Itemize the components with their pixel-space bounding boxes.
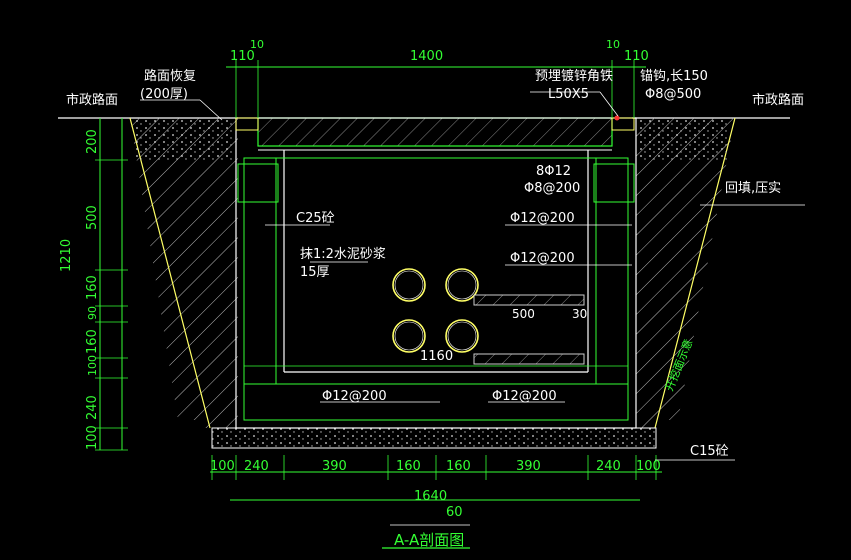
rebar-cage — [243, 157, 629, 421]
rebar-wall-2-label: Φ12@200 — [510, 251, 575, 266]
rebar-stirrup-label: Φ8@200 — [524, 181, 580, 196]
backfill-label: 回填,压实 — [725, 181, 781, 196]
inner-width-label: 1160 — [420, 349, 453, 364]
dim-left-100b: 100 — [85, 425, 100, 450]
dim-left-160a: 160 — [85, 275, 100, 300]
dim-left-200: 200 — [85, 129, 100, 154]
drawing-title: A-A剖面图 — [394, 531, 464, 549]
dim-bottom-390-left: 390 — [322, 459, 347, 474]
anchor-bar-label: 锚钩,长150 — [640, 69, 708, 84]
pavement-restore-right — [638, 120, 730, 160]
dim-left-100a: 100 — [86, 355, 99, 376]
dim-bottom-160-left: 160 — [396, 459, 421, 474]
excavation-label: 开挖面示意 — [662, 337, 696, 393]
rebar-base-1-label: Φ12@200 — [322, 389, 387, 404]
dim-top-10-left: 10 — [250, 38, 264, 51]
pavement-restore-left — [135, 120, 235, 160]
dim-left-240: 240 — [85, 395, 100, 420]
cable-pipe — [445, 268, 479, 302]
angle-steel-label: 预埋镀锌角铁 — [535, 68, 613, 84]
dim-top-1400: 1400 — [410, 49, 443, 64]
excavation-line-left — [129, 117, 211, 429]
backfill-right — [636, 118, 735, 428]
dim-top-10-right: 10 — [606, 38, 620, 51]
cable-shelf-lower — [473, 353, 585, 365]
dim-bottom-100-left: 100 — [210, 459, 235, 474]
backfill-left — [130, 118, 238, 428]
pavement-thickness-label: (200厚) — [140, 87, 188, 102]
rebar-wall-1-label: Φ12@200 — [510, 211, 575, 226]
concrete-label: C25砼 — [296, 211, 335, 226]
dim-left-90: 90 — [86, 306, 99, 320]
cable-pipe — [392, 268, 426, 302]
cable-pipe — [392, 319, 426, 353]
cable-pipe — [445, 319, 479, 353]
rebar-base-2-label: Φ12@200 — [492, 389, 557, 404]
dim-bottom-390-right: 390 — [516, 459, 541, 474]
dim-bottom-160-right: 160 — [446, 459, 471, 474]
dim-top-110-left: 110 — [230, 49, 255, 64]
shelf-length-label: 500 — [512, 307, 535, 321]
dim-left-total: 1210 — [59, 239, 74, 272]
base-concrete-label: C15砼 — [690, 444, 729, 459]
rebar-main-label: 8Φ12 — [536, 164, 571, 179]
angle-spec-label: L50X5 — [548, 87, 589, 102]
dim-left-160b: 160 — [85, 329, 100, 354]
dim-bottom-100-right: 100 — [636, 459, 661, 474]
dim-bottom-240-right: 240 — [596, 459, 621, 474]
trench-outline — [235, 117, 637, 429]
dim-left-500: 500 — [85, 205, 100, 230]
mortar-label: 抹1:2水泥砂浆 — [300, 247, 386, 262]
road-left-label: 市政路面 — [66, 92, 118, 108]
mortar-thickness-label: 15厚 — [300, 265, 330, 280]
cover-slab — [257, 117, 613, 147]
excavation-line-right — [654, 117, 736, 429]
road-right-label: 市政路面 — [752, 92, 804, 108]
dim-bottom-240-left: 240 — [244, 459, 269, 474]
dim-top-110-right: 110 — [624, 49, 649, 64]
anchor-spacing-label: Φ8@500 — [645, 87, 701, 102]
dim-bottom-extra: 60 — [446, 505, 463, 520]
shelf-gap-label: 30 — [572, 307, 587, 321]
pavement-restore-label: 路面恢复 — [144, 68, 196, 84]
cable-shelf-upper — [473, 294, 585, 306]
dim-bottom-total: 1640 — [414, 489, 447, 504]
